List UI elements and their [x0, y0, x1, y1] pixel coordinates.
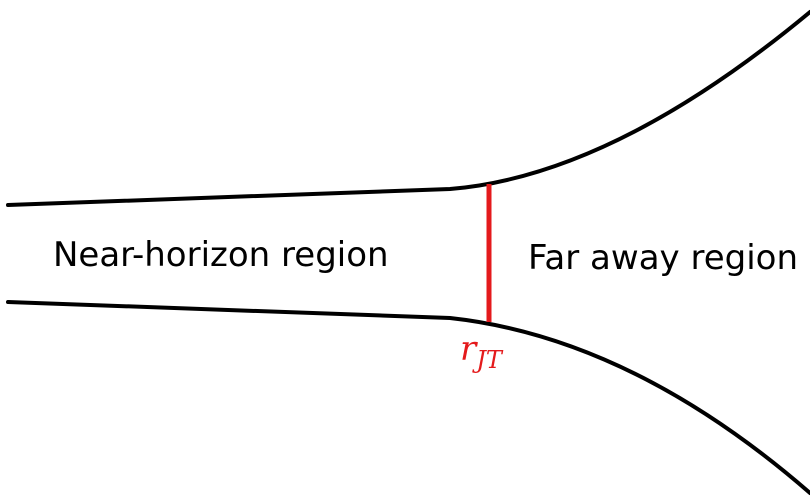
lower-boundary-curve [6, 300, 810, 495]
boundary-radius-symbol: r [460, 329, 478, 369]
boundary-radius-subscript: JT [471, 346, 504, 374]
boundary-radius-label: rJT [460, 329, 504, 374]
upper-boundary-curve [6, 10, 810, 207]
near-horizon-region-label: Near-horizon region [53, 235, 389, 275]
far-away-region-label: Far away region [528, 238, 798, 278]
